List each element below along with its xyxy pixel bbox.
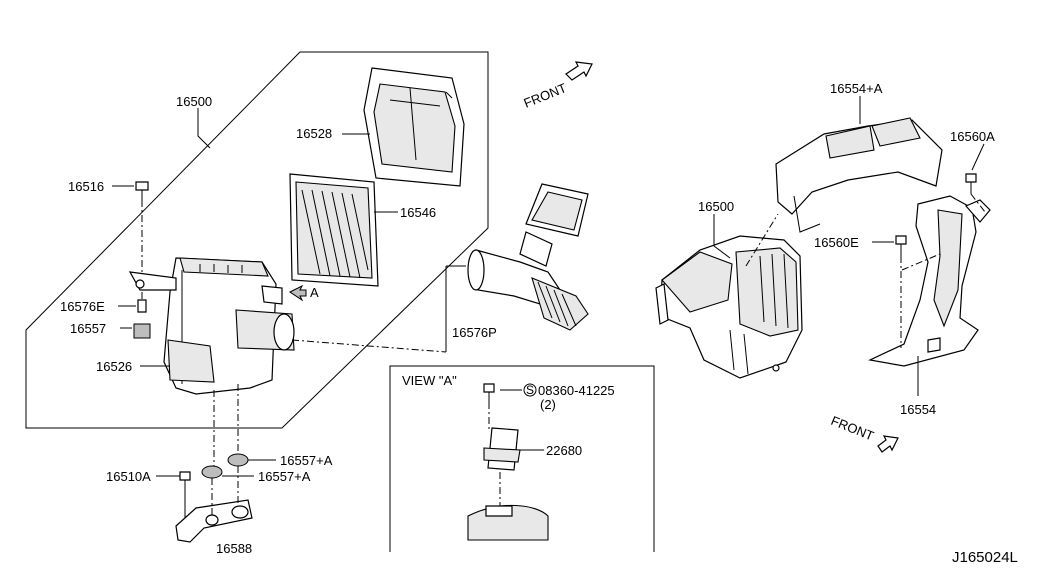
part-16557A-grommets — [201, 453, 249, 479]
label-16560A: 16560A — [950, 129, 995, 144]
label-16554: 16554 — [900, 402, 936, 417]
label-16526: 16526 — [96, 359, 132, 374]
front-arrow-bottom — [877, 435, 899, 453]
label-screw-qty: (2) — [540, 397, 556, 412]
view-a-box — [389, 365, 655, 552]
view-a-arrow — [289, 284, 307, 302]
part-16576E-clip — [137, 292, 147, 313]
part-16516-bolt — [135, 181, 149, 272]
part-16528-duct-cover — [363, 67, 465, 187]
front-arrow-top — [565, 61, 593, 81]
label-front-top: FRONT — [522, 80, 569, 111]
group-boundary — [25, 51, 489, 429]
label-16528: 16528 — [296, 126, 332, 141]
label-view-a-title: VIEW "A" — [402, 373, 457, 388]
part-16554-lower-duct — [868, 195, 991, 367]
label-16557: 16557 — [70, 321, 106, 336]
label-16576E: 16576E — [60, 299, 105, 314]
label-front-bottom: FRONT — [829, 413, 876, 444]
label-22680: 22680 — [546, 443, 582, 458]
label-16588: 16588 — [216, 541, 252, 556]
part-16560-bolts — [895, 173, 986, 348]
part-22680-sensor — [467, 383, 549, 541]
label-16557A-lower: 16557+A — [258, 469, 311, 484]
reference-code: J165024L — [952, 549, 1018, 566]
part-16588-bracket — [175, 499, 253, 543]
label-16546: 16546 — [400, 205, 436, 220]
part-16526-housing — [128, 257, 295, 395]
label-16510A: 16510A — [106, 469, 151, 484]
label-16560E: 16560E — [814, 235, 859, 250]
label-16554A: 16554+A — [830, 81, 883, 96]
label-16516: 16516 — [68, 179, 104, 194]
part-16554A-upper-duct — [775, 117, 943, 233]
label-screw-part: 08360-41225 — [538, 383, 615, 398]
part-16576P-intake-hose — [467, 183, 589, 331]
label-view-a-arrow: A — [310, 285, 319, 300]
label-16500-left: 16500 — [176, 94, 212, 109]
label-16557A-upper: 16557+A — [280, 453, 333, 468]
label-16576P: 16576P — [452, 325, 497, 340]
part-16557-grommet — [133, 323, 151, 339]
label-screw-symbol: S — [526, 383, 534, 397]
part-16500-right-housing — [655, 235, 803, 379]
part-16546-filter-element — [289, 173, 379, 287]
label-16500-right: 16500 — [698, 199, 734, 214]
screw-symbol-circle — [523, 383, 537, 397]
